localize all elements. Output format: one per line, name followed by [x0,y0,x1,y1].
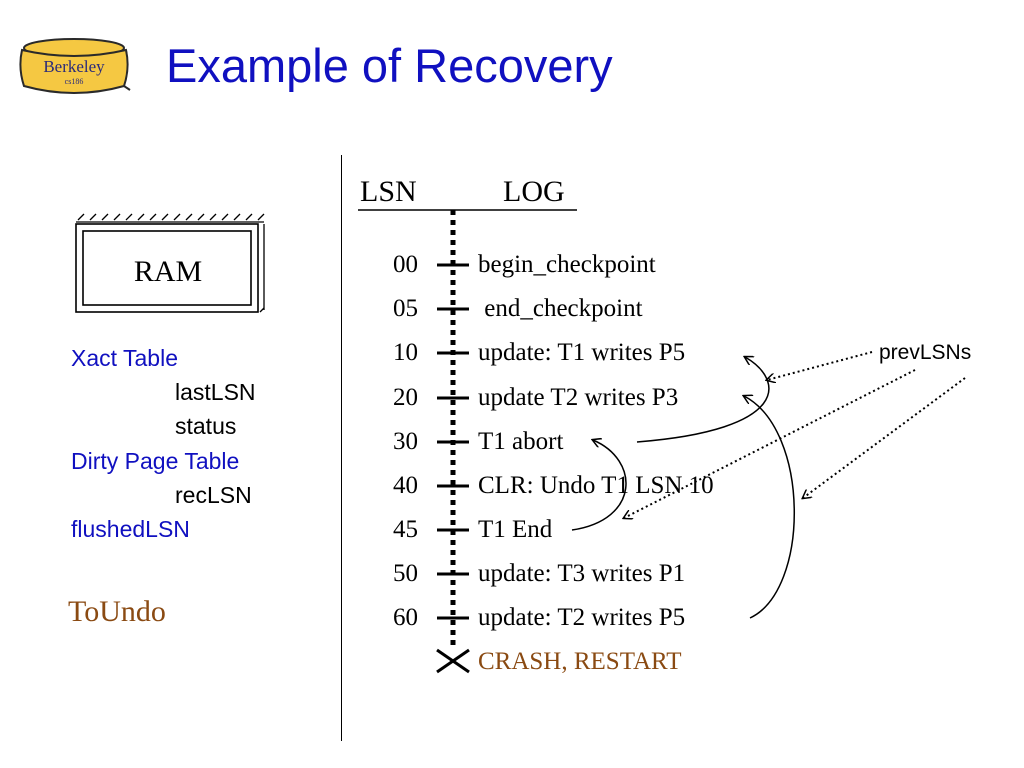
log-lsn: 50 [393,560,418,587]
prevlsn-pointer-1 [767,351,873,380]
dpt-field-reclsn: recLSN [175,482,252,508]
log-entry: update: T1 writes P5 [478,339,686,366]
to-undo-label: ToUndo [68,595,166,628]
log-lsn: 05 [393,295,418,322]
log-lsn: 30 [393,428,418,455]
svg-text:Berkeley: Berkeley [43,57,105,76]
dirty-page-table-title: Dirty Page Table [71,448,240,474]
xact-table-title: Xact Table [71,345,178,371]
log-lsn: 20 [393,384,418,411]
prevlsn-curve-60-to-20 [744,396,795,619]
log-entry: update: T3 writes P1 [478,560,686,587]
prevlsn-pointer-3 [803,377,966,498]
log-lsn: 00 [393,251,418,278]
log-ticks [437,263,469,620]
crash-mark-icon [436,648,470,674]
slide-title: Example of Recovery [166,39,613,92]
ram-label: RAM [133,255,203,288]
log-lsn: 45 [393,516,418,543]
log-entry: begin_checkpoint [478,251,656,278]
log-lsn: 40 [393,472,418,499]
log-lsn: 60 [393,604,418,631]
ram-box [75,213,265,313]
log-entry: T1 End [478,516,553,543]
lsn-header: LSN [360,175,417,208]
flushed-lsn-label: flushedLSN [71,516,190,542]
prevlsns-label: prevLSNs [879,341,972,364]
xact-field-status: status [175,413,237,439]
crash-restart-label: CRASH, RESTART [478,648,682,675]
berkeley-logo: Berkeley cs186 [19,38,131,94]
svg-text:cs186: cs186 [65,77,84,86]
log-entry: update T2 writes P3 [478,384,679,411]
log-header: LOG [503,175,565,208]
log-entry: CLR: Undo T1 LSN 10 [478,472,714,499]
xact-field-lastlsn: lastLSN [175,379,256,405]
log-entry: update: T2 writes P5 [478,604,686,631]
log-lsn: 10 [393,339,418,366]
log-entry: end_checkpoint [478,295,643,322]
log-entry: T1 abort [478,428,564,455]
vertical-divider [341,155,342,741]
